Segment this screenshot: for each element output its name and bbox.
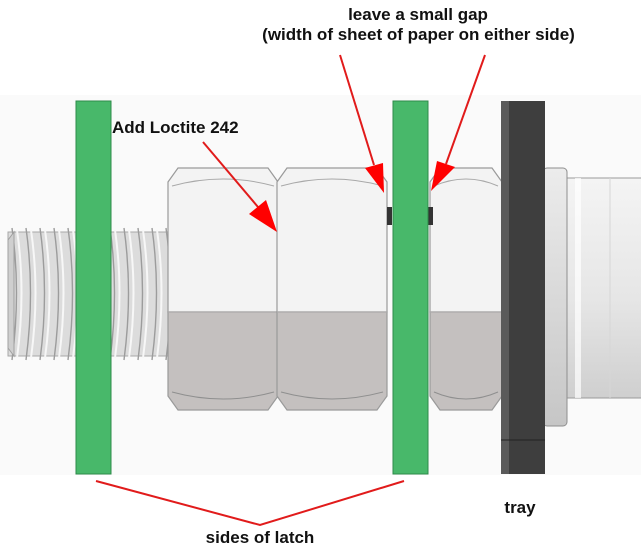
- latch-plate-right: [392, 100, 429, 475]
- latch-callout-lines: [95, 480, 405, 527]
- gap-right: [428, 207, 433, 225]
- tray-plate: [501, 101, 545, 474]
- gap-title: leave a small gap: [348, 5, 488, 24]
- flange: [542, 167, 568, 427]
- loctite-label: Add Loctite 242: [112, 118, 239, 137]
- gap-arrow-right: [431, 54, 486, 191]
- gap-subtitle: (width of sheet of paper on either side): [262, 25, 575, 44]
- gap-arrow-left: [339, 54, 384, 193]
- shaft: [564, 177, 641, 399]
- hex-nut-left: [167, 167, 279, 411]
- latch-sides-label: sides of latch: [205, 528, 315, 547]
- hex-nut-middle: [276, 167, 388, 411]
- hex-nut-right: [429, 167, 503, 411]
- loctite-arrow: [202, 141, 277, 232]
- tray-label: tray: [504, 498, 536, 517]
- latch-plate-left: [75, 100, 112, 475]
- gap-left: [387, 207, 392, 225]
